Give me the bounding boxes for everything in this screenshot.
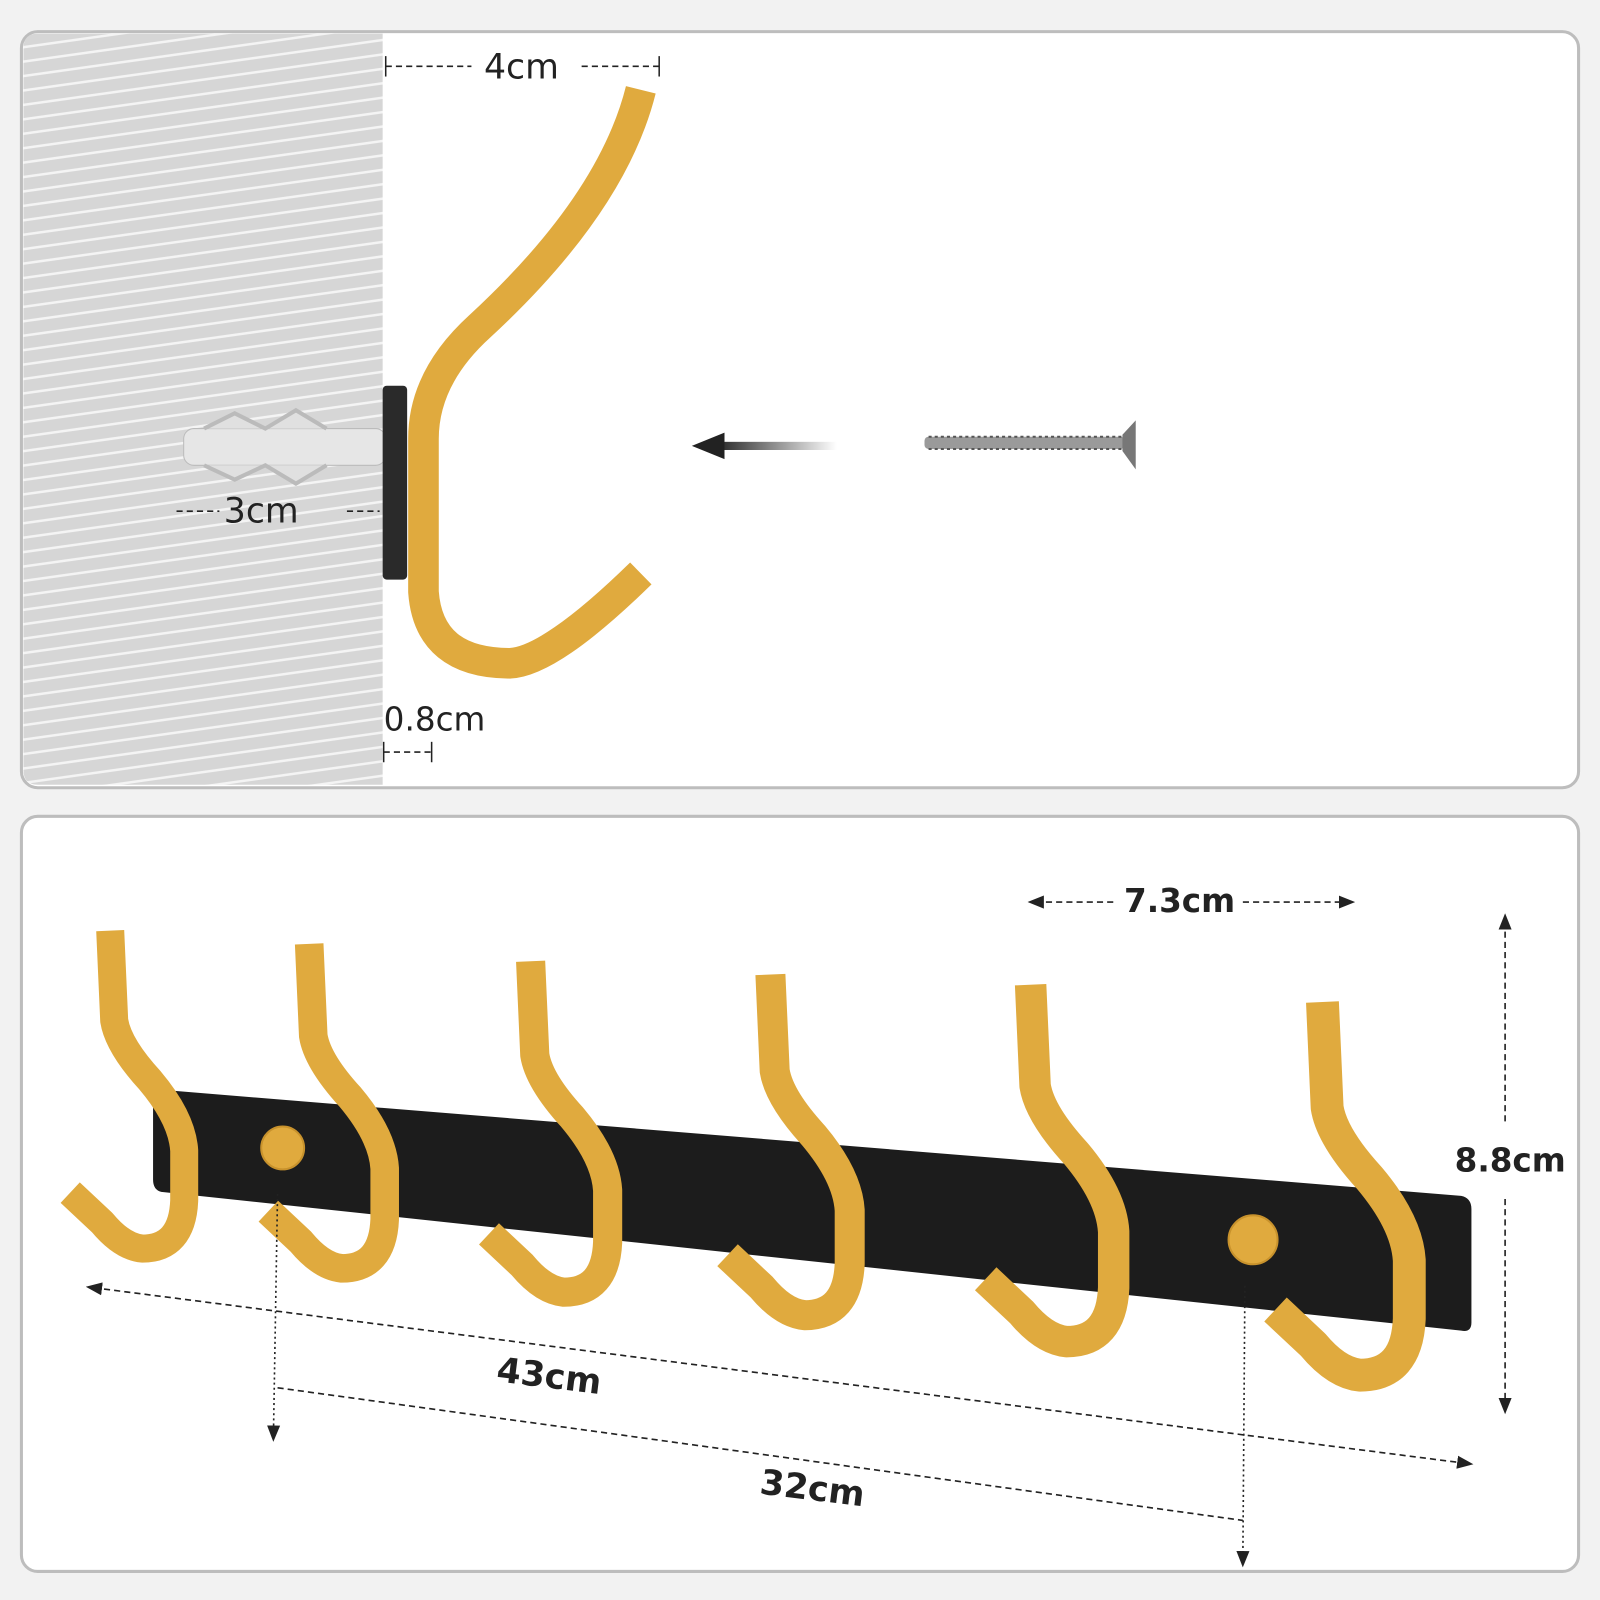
hook-depth-label: 4cm [484,48,559,88]
hook-side-view [408,85,656,679]
mounting-plate [382,385,408,580]
insert-arrow-icon [714,441,837,450]
anchor-length-label: 3cm [224,491,299,531]
height-label: 8.8cm [1455,1141,1566,1179]
rail-bar [153,1089,1472,1331]
screw-head-right [1227,1214,1279,1266]
front-view-panel: 7.3cm 8.8cm 43cm 32cm [19,814,1581,1573]
screw-icon [924,420,1136,470]
side-view-panel: 4cm 3cm 0.8cm [19,30,1581,790]
wall [23,33,383,785]
hook-spacing-label: 7.3cm [1124,882,1235,920]
screw-head-left [260,1125,306,1171]
plate-thickness-label: 0.8cm [384,701,486,739]
